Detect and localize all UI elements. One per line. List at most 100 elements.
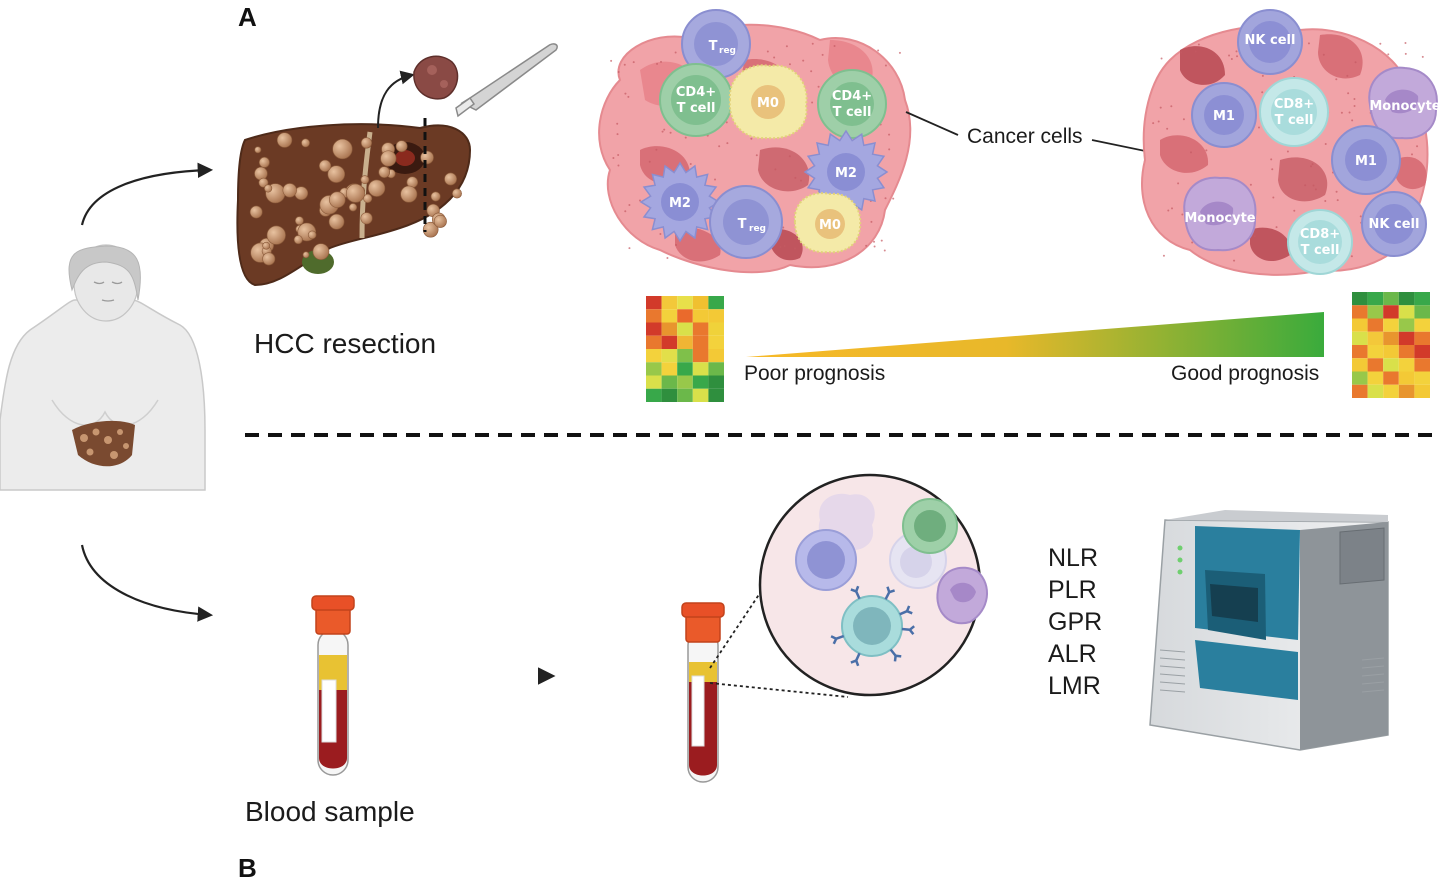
heatmap-cell: [1414, 331, 1430, 345]
heatmap-cell: [1367, 371, 1384, 385]
heatmap-cell: [661, 296, 678, 310]
blood-sample-label: Blood sample: [245, 796, 415, 827]
heatmap-cell: [1398, 358, 1415, 372]
arrow-tumor-out: [377, 70, 415, 129]
heatmap-cell: [646, 309, 662, 323]
heatmap-cell: [646, 335, 662, 349]
svg-text:T cell: T cell: [1301, 243, 1340, 258]
cd4-t-cell-2: CD4+ T cell: [817, 69, 887, 139]
heatmap-cell: [1352, 384, 1368, 398]
heatmap-cell: [1398, 292, 1415, 306]
heatmap-cell: [708, 362, 724, 376]
cancer-cells-label: Cancer cells: [967, 125, 1083, 148]
svg-text:CD8+: CD8+: [1300, 227, 1340, 242]
heatmap-cell: [1352, 292, 1368, 306]
heatmap-cell: [677, 375, 693, 389]
metric-nlr: NLR: [1048, 544, 1099, 572]
svg-text:CD4+: CD4+: [832, 89, 872, 104]
patient-liver-icon: [72, 420, 135, 467]
metric-gpr: GPR: [1048, 608, 1103, 636]
good-prognosis-label: Good prognosis: [1171, 362, 1320, 385]
svg-text:T cell: T cell: [1275, 113, 1314, 128]
heatmap-cell: [661, 362, 678, 376]
arrow-to-resection: [80, 162, 214, 226]
heatmap-cell: [1367, 358, 1384, 372]
svg-text:reg: reg: [749, 224, 766, 234]
heatmap-cell: [1383, 358, 1399, 372]
liver-nodules: [249, 132, 462, 266]
cell-cluster-good: NK cell M1 CD8+ T cell Monocyte M1 Monoc…: [1141, 9, 1441, 276]
svg-text:CD4+: CD4+: [676, 85, 716, 100]
heatmap-cell: [692, 309, 709, 323]
cd8-t-cell-1: CD8+ T cell: [1259, 77, 1329, 147]
heatmap-cell: [1398, 305, 1415, 319]
heatmap-cell: [1367, 305, 1384, 319]
metric-lmr: LMR: [1048, 672, 1101, 700]
heatmap-cell: [692, 362, 709, 376]
heatmap-cell: [708, 388, 724, 402]
heatmap-cell: [1352, 331, 1368, 345]
heatmap-cell: [661, 349, 678, 363]
blood-tube-2: [681, 602, 725, 783]
heatmap-cell: [708, 375, 724, 389]
heatmap-cell: [677, 335, 693, 349]
poor-prognosis-label: Poor prognosis: [744, 362, 886, 385]
svg-text:M0: M0: [819, 218, 841, 233]
heatmap-cell: [661, 335, 678, 349]
heatmap-cell: [692, 322, 709, 336]
heatmap-cell: [1398, 371, 1415, 385]
heatmap-cell: [1352, 305, 1368, 319]
heatmap-cell: [677, 296, 693, 310]
panel-b-label: B: [238, 853, 257, 883]
cancer-pointer-right: [1091, 139, 1151, 153]
monocyte-cell-1: Monocyte: [1368, 66, 1441, 140]
heatmap-cell: [1414, 345, 1430, 359]
treg-cell-2: T reg: [709, 185, 783, 259]
heatmap-cell: [1352, 371, 1368, 385]
heatmap-cell: [646, 375, 662, 389]
nk-cell-1: NK cell: [1237, 9, 1303, 75]
svg-text:M1: M1: [1213, 109, 1235, 124]
heatmap-cell: [1414, 371, 1430, 385]
excised-tumor: [413, 55, 459, 100]
svg-text:Monocyte: Monocyte: [1369, 99, 1440, 114]
svg-text:T cell: T cell: [677, 101, 716, 116]
heatmap-cell: [646, 388, 662, 402]
heatmap-cell: [677, 322, 693, 336]
svg-text:M2: M2: [835, 166, 857, 181]
heatmap-cell: [1367, 318, 1384, 332]
heatmap-cell: [661, 388, 678, 402]
heatmap-cell: [1383, 371, 1399, 385]
heatmap-cell: [692, 335, 709, 349]
heatmap-cell: [1367, 292, 1384, 306]
heatmap-cell: [692, 388, 709, 402]
heatmap-cell: [1383, 292, 1399, 306]
heatmap-cell: [1414, 384, 1430, 398]
heatmap-cell: [1352, 318, 1368, 332]
heatmap-cell: [646, 362, 662, 376]
heatmap-cell: [692, 296, 709, 310]
heatmap-cell: [708, 322, 724, 336]
svg-text:CD8+: CD8+: [1274, 97, 1314, 112]
heatmap-cell: [1414, 305, 1430, 319]
heatmap-cell: [677, 388, 693, 402]
cd4-t-cell-1: CD4+ T cell: [659, 63, 733, 137]
svg-text:T cell: T cell: [833, 105, 872, 120]
scalpel-icon: [455, 43, 558, 118]
m1-cell-1: M1: [1191, 82, 1257, 148]
heatmap-cell: [1398, 345, 1415, 359]
heatmap-cell: [1383, 345, 1399, 359]
heatmap-cell: [646, 322, 662, 336]
heatmap-cell: [646, 296, 662, 310]
ratio-metrics-list: NLR PLR GPR ALR LMR: [1048, 542, 1102, 702]
svg-text:M1: M1: [1355, 154, 1377, 169]
heatmap-cell: [1383, 305, 1399, 319]
m0-cell-2: M0: [793, 192, 862, 254]
panel-a-label: A: [238, 2, 257, 32]
heatmap-cell: [692, 349, 709, 363]
heatmap-cell: [1367, 331, 1384, 345]
heatmap-cell: [1414, 318, 1430, 332]
patient-figure: [0, 244, 206, 491]
magnified-blood-view: [758, 473, 989, 697]
